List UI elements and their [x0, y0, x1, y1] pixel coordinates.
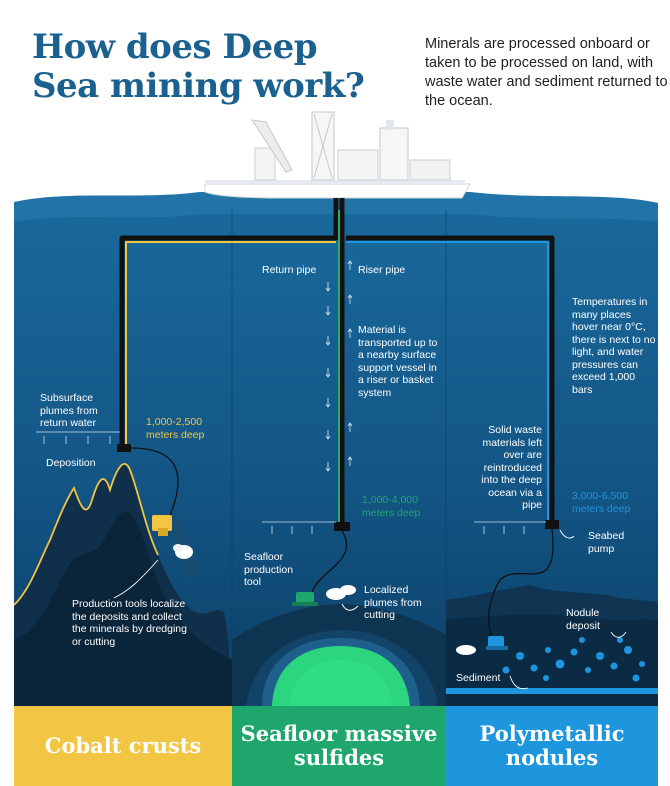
- category-cobalt-crusts: Cobalt crusts: [14, 706, 232, 786]
- conditions-label: Temperatures in many places hover near 0…: [572, 296, 656, 396]
- category-label: Seafloor massive sulfides: [240, 721, 438, 770]
- cobalt-return-pipe: [119, 198, 339, 445]
- category-label: Cobalt crusts: [44, 733, 202, 758]
- support-vessel: [204, 111, 471, 199]
- seabed-pump-label: Seabed pump: [588, 530, 625, 555]
- label-leaders: [113, 529, 627, 690]
- hoses: [130, 447, 554, 641]
- cobalt-production-tool: [152, 515, 193, 559]
- riser-inlet: [334, 522, 350, 531]
- production-tools-note: Production tools localize the deposits a…: [72, 598, 187, 648]
- cobalt-crust-terrain: [13, 463, 232, 706]
- sediment-label: Sediment: [456, 672, 501, 684]
- ocean-body: [14, 192, 658, 706]
- nodule-plain-terrain: [446, 585, 658, 706]
- depth-label-nodules: 3,000-6,500 meters deep: [572, 490, 631, 515]
- plume-lines: [36, 431, 546, 534]
- pipes: [119, 198, 555, 524]
- nodule-return-pipe: [346, 235, 555, 522]
- depth-label-sulfides: 1,000-4,000 meters deep: [362, 494, 421, 519]
- production-tool-label: Seafloor production tool: [244, 551, 294, 588]
- category-label: Polymetallic nodules: [479, 721, 625, 770]
- solid-waste-label: Solid waste materials left over are rein…: [481, 424, 542, 511]
- sulfide-mound-terrain: [232, 604, 446, 706]
- nodules: [502, 637, 645, 682]
- page-subtitle: Minerals are processed onboard or taken …: [425, 36, 668, 109]
- deposition-label: Deposition: [46, 457, 96, 469]
- pipe-outlet: [117, 444, 131, 452]
- page-title: How does Deep Sea mining work?: [32, 27, 365, 106]
- sediment-plume: [456, 645, 476, 655]
- nodule-deposit-label: Nodule deposit: [566, 607, 600, 632]
- sediment-layer: [446, 688, 658, 694]
- localized-plumes-label: Localized plumes from cutting: [364, 584, 422, 621]
- subsurface-plumes-label: Subsurface plumes from return water: [40, 392, 98, 429]
- return-pipe-label: Return pipe: [262, 264, 317, 276]
- seabed-pump: [545, 520, 559, 529]
- sulfide-production-tool: [292, 585, 356, 606]
- category-polymetallic-nodules: Polymetallic nodules: [446, 706, 658, 786]
- depth-label-cobalt-text: 1,000-2,500 meters deep: [146, 416, 205, 441]
- category-seafloor-massive-sulfides: Seafloor massive sulfides: [232, 706, 446, 786]
- flow-arrows: [325, 260, 353, 472]
- nodule-collector: [456, 636, 508, 655]
- riser-pipe-label: Riser pipe: [358, 264, 406, 276]
- material-transport-label: Material is transported up to a nearby s…: [358, 324, 438, 399]
